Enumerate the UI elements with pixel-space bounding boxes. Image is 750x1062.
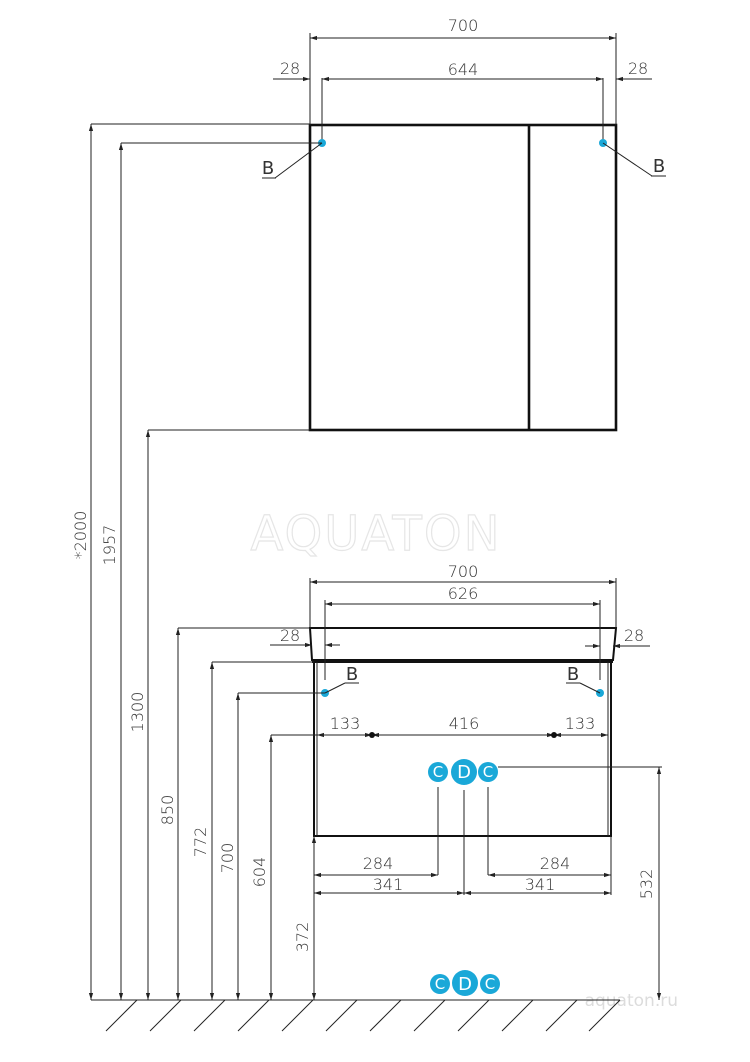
mirror-marker-left: B — [262, 158, 274, 179]
fixing-point-height: 700 — [218, 843, 237, 874]
mirror-cabinet: 700 644 28 28 B B — [262, 16, 666, 432]
watermark-logo: AQUATON — [250, 506, 501, 562]
drain-connection — [451, 759, 477, 785]
mirror-marker-right: B — [653, 156, 665, 177]
basin-outline — [308, 627, 618, 661]
hole-spacing: 416 — [449, 714, 480, 733]
svg-text:C: C — [483, 763, 493, 781]
mounting-hole-right — [551, 732, 557, 738]
mirror-top-height: 1957 — [100, 525, 119, 566]
hole-right-distance: 133 — [565, 714, 596, 733]
mounting-hole-left — [369, 732, 375, 738]
connections-upper: C D C — [428, 759, 498, 785]
holes-height: 604 — [250, 857, 269, 888]
hot-water-connection — [478, 762, 498, 782]
svg-text:C: C — [435, 975, 445, 993]
mirror-cabinet-outline — [308, 123, 618, 432]
vanity-bottom-height: 372 — [293, 922, 312, 953]
hole-left-distance: 133 — [330, 714, 361, 733]
pipe-left-284: 284 — [363, 854, 394, 873]
vertical-dimensions: *2000 1957 1300 850 772 700 604 372 — [71, 123, 325, 1000]
mirror-left-offset: 28 — [280, 59, 300, 78]
vanity-body-top-height: 772 — [191, 827, 210, 858]
center-right-341: 341 — [525, 875, 556, 894]
pipe-height: 532 — [637, 869, 656, 900]
floor-line — [91, 999, 621, 1032]
mirror-inner-width: 644 — [448, 60, 479, 79]
cold-water-connection — [428, 762, 448, 782]
vanity-unit: 700 626 28 28 B B 133 416 133 — [270, 562, 662, 1000]
svg-text:C: C — [485, 975, 495, 993]
svg-text:D: D — [457, 762, 471, 783]
vanity-right-offset: 28 — [624, 626, 644, 645]
watermark-url: aquaton.ru — [585, 991, 678, 1011]
vanity-marker-left: B — [346, 664, 358, 685]
vanity-body — [313, 661, 612, 837]
vanity-top-height: 850 — [158, 795, 177, 826]
total-height: *2000 — [71, 511, 90, 560]
pipe-right-284: 284 — [540, 854, 571, 873]
vanity-inner-width: 626 — [448, 584, 479, 603]
svg-text:C: C — [433, 763, 443, 781]
vanity-left-offset: 28 — [280, 626, 300, 645]
center-left-341: 341 — [373, 875, 404, 894]
svg-text:D: D — [458, 974, 472, 995]
vanity-marker-right: B — [567, 664, 579, 685]
mirror-bottom-height: 1300 — [128, 692, 147, 733]
connections-floor: C D C — [430, 970, 500, 996]
vanity-overall-width: 700 — [448, 562, 479, 581]
mirror-right-offset: 28 — [628, 59, 648, 78]
mirror-overall-width: 700 — [448, 16, 479, 35]
